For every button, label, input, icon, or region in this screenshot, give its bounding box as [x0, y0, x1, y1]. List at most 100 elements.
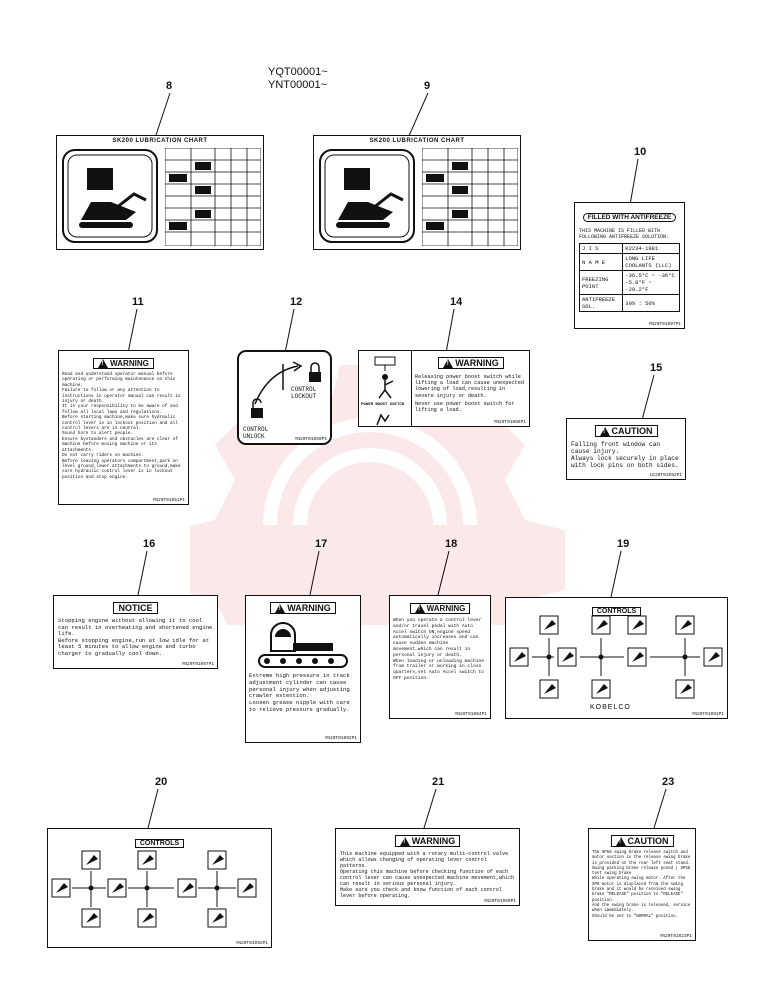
label-14-text-1: Releasing power boost switch while lifti… — [415, 374, 528, 399]
label-16-text: Stopping engine without allowing it to c… — [58, 617, 213, 657]
callout-16: 16 — [143, 538, 156, 550]
label-18-auto-accel-warning: WARNING When you operate a control lever… — [389, 595, 491, 719]
label-21-multi-control-warning: WARNING This machine equipped with a rot… — [335, 828, 520, 906]
label-code: YN20T01059P1 — [483, 899, 516, 904]
label-8-lubrication-chart: SK200 LUBRICATION CHART — [56, 135, 264, 250]
label-15-text: Falling front window can cause injury. A… — [571, 441, 679, 469]
label-16-title: NOTICE — [113, 602, 158, 614]
lube-table — [422, 148, 518, 246]
warning-triangle-icon — [414, 604, 425, 614]
label-code: YN20T01006P1 — [493, 420, 526, 425]
label-23-title: CAUTION — [627, 836, 669, 846]
af-cell: LONG LIFE COOLANTS (LLC) — [622, 253, 680, 271]
label-14-power-boost-warning: POWER BOOST SWITCH WARNING Releasing pow… — [358, 350, 530, 427]
label-19-title: CONTROLS — [591, 607, 642, 616]
falling-person-icon — [374, 356, 396, 399]
serial-range: YQT00001~ YNT00001~ — [268, 66, 328, 92]
warning-header: WARNING — [438, 357, 504, 370]
label-code: YN20T01092P1 — [235, 941, 268, 946]
caution-header: CAUTION — [610, 835, 674, 848]
kobelco-brand: KOBELCO — [590, 704, 631, 711]
warning-header: WARNING — [409, 603, 471, 615]
callout-21: 21 — [432, 776, 445, 788]
warning-header: WARNING — [394, 835, 461, 848]
af-cell: ANTIFREEZE SOL. — [578, 294, 624, 312]
af-cell: N A M E — [578, 253, 624, 271]
callout-15: 15 — [650, 362, 663, 374]
label-11-text: Read and understand operator manual befo… — [62, 372, 181, 480]
label-17-track-warning: WARNING Extreme high pressure in track a… — [245, 595, 361, 743]
caution-header: CAUTION — [594, 425, 658, 438]
label-11-warning: WARNING Read and understand operator man… — [58, 350, 189, 505]
label-11-title: WARNING — [110, 359, 149, 368]
label-18-text: When you operate a control lever and/or … — [393, 618, 484, 681]
callout-11: 11 — [132, 296, 144, 308]
label-code: YN20T01050P1 — [294, 437, 327, 442]
label-code: YN20T01091P1 — [691, 712, 724, 717]
label-21-title: WARNING — [411, 836, 456, 846]
antifreeze-badge: FILLED WITH ANTIFREEZE — [582, 213, 677, 222]
lube-table — [165, 148, 261, 246]
af-cell: J I S — [578, 243, 624, 254]
control-unlock-text: CONTROL UNLOCK — [243, 426, 269, 440]
excavator-diagram — [319, 149, 415, 243]
label-code: YN20T01023P1 — [659, 934, 692, 939]
label-23-text: The SP56 swing brake release switch and … — [592, 851, 691, 919]
label-14-title: WARNING — [455, 358, 499, 368]
label-9-title: SK200 LUBRICATION CHART — [369, 138, 465, 144]
label-9-lubrication-chart: SK200 LUBRICATION CHART — [313, 135, 521, 250]
label-20-title: CONTROLS — [134, 839, 185, 848]
label-18-title: WARNING — [426, 604, 466, 613]
hand-switch-icon — [376, 413, 390, 426]
callout-14: 14 — [450, 296, 463, 308]
label-19-controls: CONTROLS KOBELCO YN20T01091P1 — [505, 597, 728, 719]
label-code: YN20T01092P1 — [324, 736, 357, 741]
callout-20: 20 — [155, 776, 168, 788]
antifreeze-text: THIS MACHINE IS FILLED WITH FOLLOWING AN… — [579, 228, 670, 240]
label-14-text-2: Never use power boost switch for lifting… — [415, 400, 518, 414]
label-code: YN20T01064P1 — [454, 712, 487, 717]
label-21-text: This machine equipped with a rotary mult… — [340, 851, 515, 899]
power-boost-pictogram: POWER BOOST SWITCH — [359, 351, 412, 426]
label-code: YN20T01097P1 — [648, 322, 681, 327]
lever-arc-icon — [251, 361, 321, 418]
label-code: LE20T01092P1 — [649, 473, 682, 478]
callout-17: 17 — [315, 538, 328, 550]
label-10-antifreeze: FILLED WITH ANTIFREEZE THIS MACHINE IS F… — [574, 202, 685, 329]
callout-23: 23 — [662, 776, 675, 788]
label-12-control-lockout: CONTROL LOCKOUT CONTROL UNLOCK YN20T0105… — [237, 350, 332, 445]
callout-12: 12 — [290, 296, 303, 308]
serial-ynt: YNT00001~ — [268, 79, 328, 91]
label-8-title: SK200 LUBRICATION CHART — [112, 138, 208, 144]
label-code: YN20T01097P1 — [181, 662, 214, 667]
warning-triangle-icon — [399, 837, 410, 847]
power-boost-switch-text: POWER BOOST SWITCH — [361, 403, 405, 407]
caution-triangle-icon — [615, 837, 626, 847]
control-lockout-text: CONTROL LOCKOUT — [291, 386, 317, 400]
label-17-title: WARNING — [287, 603, 331, 613]
warning-header: WARNING — [270, 602, 336, 615]
label-16-notice: NOTICE Stopping engine without allowing … — [53, 595, 218, 669]
callout-19: 19 — [617, 538, 630, 550]
control-pattern-diagram — [509, 615, 723, 699]
excavator-diagram — [62, 149, 158, 243]
af-cell: -36.5°C ~ -36°C -5.8°F ~ -29.2°F — [622, 270, 680, 295]
crawler-track-icon — [258, 622, 348, 668]
af-cell: FREEZING POINT — [578, 270, 624, 295]
af-cell: 30% : 50% — [622, 294, 680, 312]
warning-header: WARNING — [93, 358, 154, 370]
warning-triangle-icon — [275, 604, 286, 614]
label-code: YN20T01051P1 — [152, 498, 185, 503]
control-pattern-diagram — [51, 850, 257, 928]
label-15-caution-window: CAUTION Falling front window can cause i… — [566, 418, 686, 480]
caution-triangle-icon — [599, 427, 610, 437]
callout-10: 10 — [634, 146, 647, 158]
af-cell: K2234-1981 — [622, 243, 680, 254]
label-20-controls: CONTROLS YN20T01092P1 — [47, 828, 272, 948]
callout-18: 18 — [445, 538, 458, 550]
label-15-title: CAUTION — [611, 426, 653, 436]
callout-8: 8 — [166, 80, 173, 92]
serial-yqt: YQT00001~ — [268, 66, 328, 78]
